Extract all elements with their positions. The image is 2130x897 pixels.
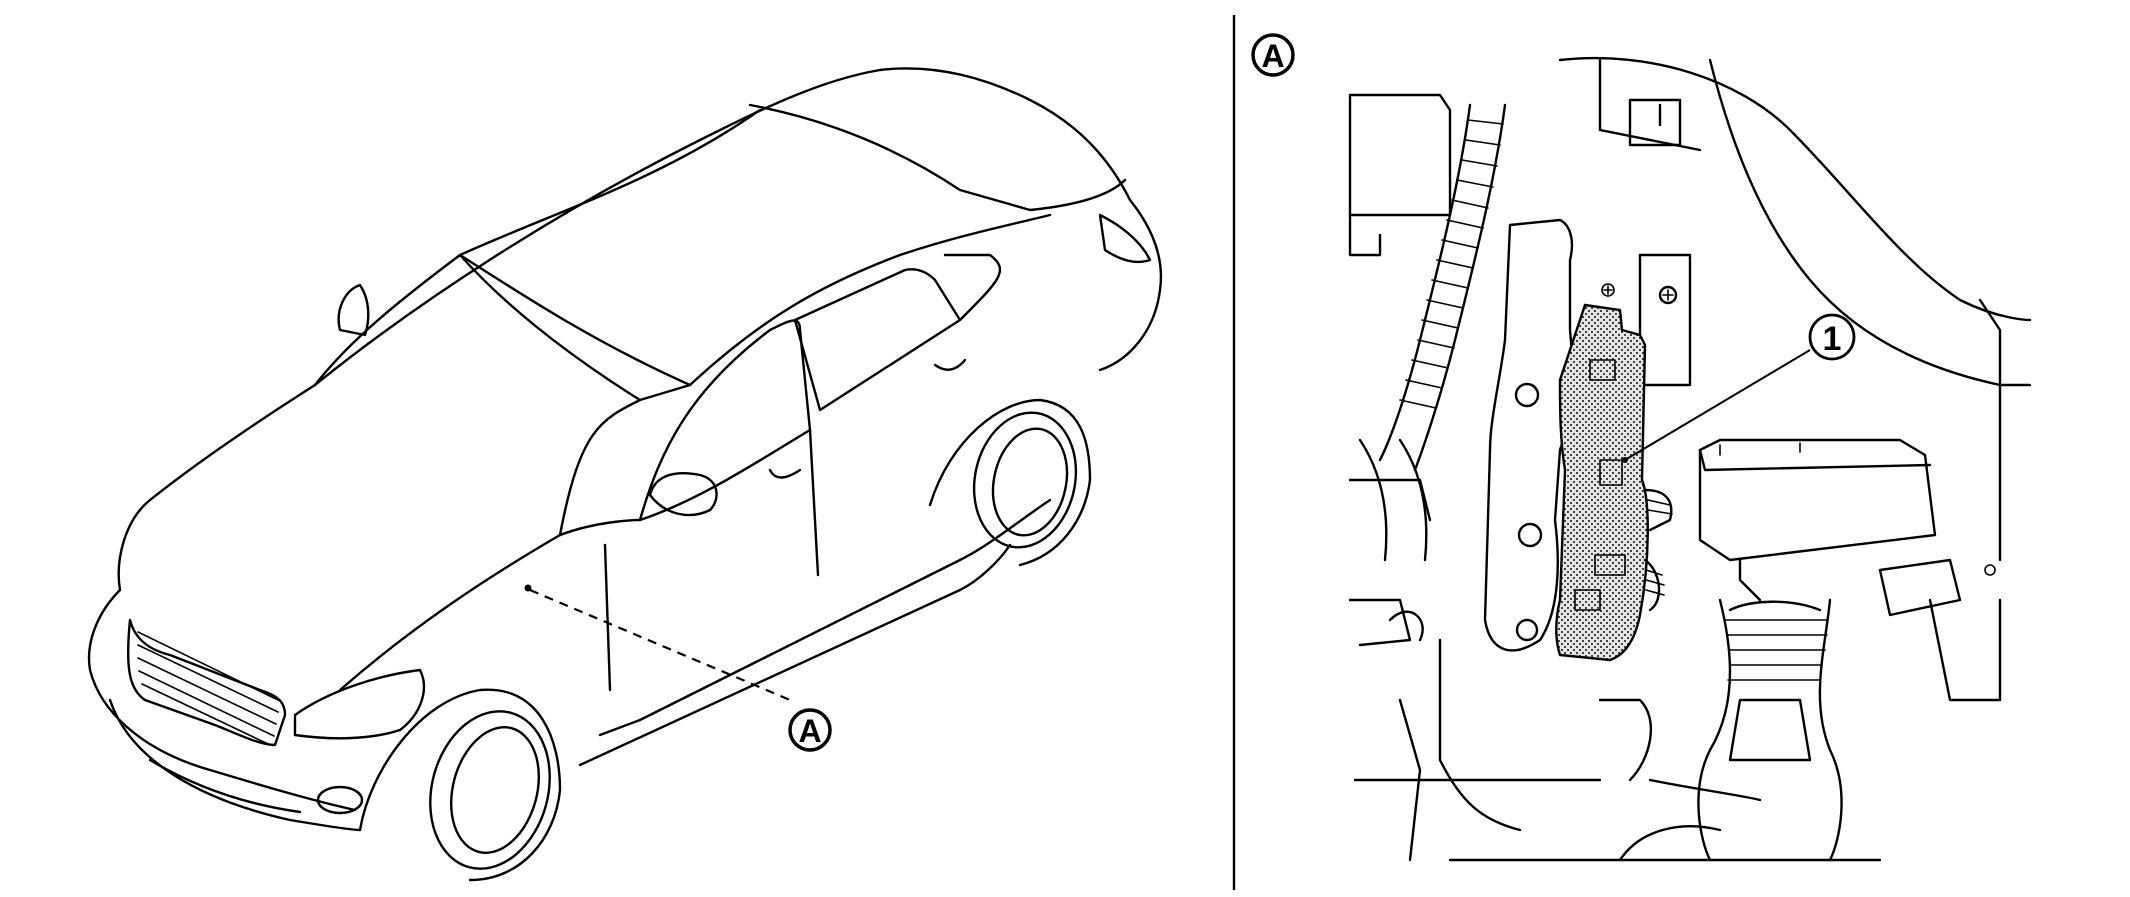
detail-heading-label: A [1261,38,1284,74]
callout-area-marker: A [788,708,832,752]
part-leader [1624,349,1811,461]
callout-part-1: 1 [1808,313,1856,361]
detail-heading-marker: A [1251,33,1295,77]
location-dot [524,584,532,592]
module-part [1555,303,1649,662]
location-leader [529,588,791,702]
part-leader-dot [1622,457,1628,463]
callout-part-1-label: 1 [1823,320,1842,358]
callout-area-marker-label: A [798,713,821,749]
vehicle-illustration [87,67,1163,882]
detail-illustration [1348,56,2032,862]
